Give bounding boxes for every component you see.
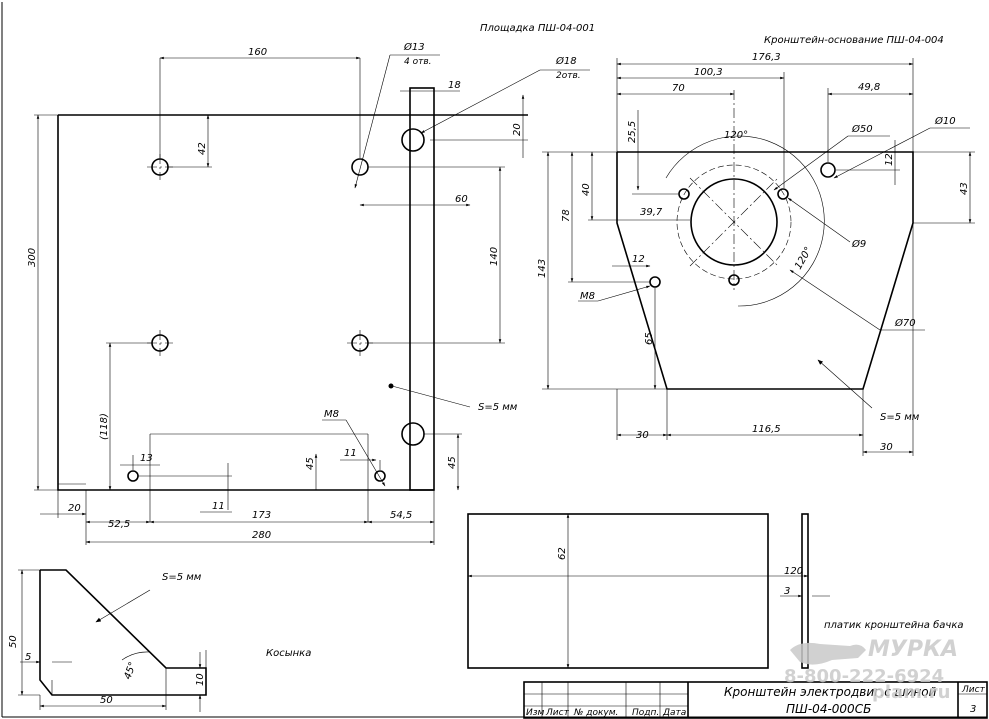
dim-g5: 5 xyxy=(25,652,31,663)
hole-m8 xyxy=(127,470,139,482)
dim-12b: 12 xyxy=(632,254,645,265)
watermark-site: plam.ru xyxy=(872,682,951,703)
dim-173: 173 xyxy=(252,510,271,521)
dim-120a: 120° xyxy=(724,130,748,141)
hole-18 xyxy=(401,128,425,152)
bolt-circle-70 xyxy=(676,164,792,280)
gusset-title: Косынка xyxy=(266,648,311,659)
col-list: Лист xyxy=(545,708,570,718)
col-izm: Изм xyxy=(526,708,545,718)
col-podp: Подп. xyxy=(632,708,659,718)
dim-49: 49,8 xyxy=(858,82,880,93)
hole-9 xyxy=(678,188,690,200)
dim-d13-count: 4 отв. xyxy=(404,57,432,67)
platform-rib xyxy=(409,87,435,491)
bracket-outline xyxy=(616,151,914,390)
bracket-base-view: Кронштейн-основание ПШ-04-004 176,3 100,… xyxy=(537,35,975,456)
dim-143: 143 xyxy=(537,259,548,278)
dim-g10: 10 xyxy=(195,673,206,686)
dim-13: 13 xyxy=(140,453,153,464)
dim-25: 25,5 xyxy=(627,121,638,143)
tank-plate-side xyxy=(801,513,809,669)
gusset-thickness: S=5 мм xyxy=(162,572,202,583)
col-date: Дата xyxy=(662,708,686,718)
dim-118: (118) xyxy=(99,413,110,440)
dim-d18: Ø18 xyxy=(555,55,577,67)
thickness-leader-dot xyxy=(388,383,394,389)
dim-12a: 12 xyxy=(884,153,895,166)
dim-m8b: M8 xyxy=(580,291,595,302)
tank-plate-front xyxy=(467,513,769,669)
platform-outline-left xyxy=(57,115,86,491)
dim-43: 43 xyxy=(959,182,970,195)
watermark-brand: МУРКА xyxy=(868,637,958,662)
dim-d10: Ø10 xyxy=(934,115,956,127)
dim-m8: M8 xyxy=(324,409,339,420)
hole-18 xyxy=(401,422,425,446)
dim-60: 60 xyxy=(455,194,468,205)
gusset-view: 50 5 45° 10 50 S=5 мм Косынка xyxy=(8,569,311,712)
dim-176: 176,3 xyxy=(752,52,781,63)
hole-m8 xyxy=(649,276,661,288)
dim-300: 300 xyxy=(27,248,38,267)
platform-thickness: S=5 мм xyxy=(478,402,518,413)
hole-10 xyxy=(820,162,836,178)
dim-62: 62 xyxy=(557,547,568,560)
dim-d9: Ø9 xyxy=(851,238,866,250)
dim-140: 140 xyxy=(489,247,500,266)
dim-11b: 11 xyxy=(344,448,357,459)
platform-title: Площадка ПШ-04-001 xyxy=(480,23,595,34)
col-doc: № докум. xyxy=(573,708,618,718)
dim-g50h: 50 xyxy=(100,695,113,706)
dim-d70: Ø70 xyxy=(894,317,916,329)
dim-20: 20 xyxy=(512,123,523,136)
dim-18: 18 xyxy=(448,80,461,91)
dim-39: 39,7 xyxy=(640,207,663,218)
sheet-label: Лист xyxy=(961,685,986,695)
dim-d18-count: 2отв. xyxy=(556,71,581,81)
dim-11a: 11 xyxy=(212,501,225,512)
dim-45b: 45 xyxy=(447,456,458,469)
gusset-outline xyxy=(39,569,207,696)
dim-120b: 120° xyxy=(793,245,815,271)
dim-65: 65 xyxy=(644,332,655,345)
dim-30a: 30 xyxy=(636,430,649,441)
assembly-name: Кронштейн электродвиг.с шиной xyxy=(724,685,937,699)
tank-plate-title: платик кронштейна бачка xyxy=(824,619,964,631)
dim-45a: 45 xyxy=(305,457,316,470)
dim-20b: 20 xyxy=(68,503,81,514)
dim-160: 160 xyxy=(248,47,267,58)
bracket-base-title: Кронштейн-основание ПШ-04-004 xyxy=(764,35,944,46)
tank-plate-view: 62 120 3 платик кронштейна бачка xyxy=(467,513,964,669)
dim-d50: Ø50 xyxy=(851,123,873,135)
sheet-number: 3 xyxy=(970,704,976,715)
dim-g45: 45° xyxy=(122,661,138,681)
watermark-phone: 8-800-222-6924 xyxy=(784,666,944,687)
hole-9 xyxy=(777,188,789,200)
hole-13 xyxy=(351,158,369,176)
title-block: Изм Лист № докум. Подп. Дата Кронштейн э… xyxy=(523,681,988,719)
base-thickness: S=5 мм xyxy=(880,412,920,423)
dim-116: 116,5 xyxy=(752,424,781,435)
dim-g50v: 50 xyxy=(8,635,19,648)
assembly-code: ПШ-04-000СБ xyxy=(786,702,871,716)
platform-view: Площадка ПШ-04-001 160 Ø13 4 отв. xyxy=(27,23,595,545)
dim-30b: 30 xyxy=(880,442,893,453)
dim-52: 52,5 xyxy=(108,519,130,530)
dim-3: 3 xyxy=(784,586,790,597)
dim-120: 120 xyxy=(784,566,803,577)
dim-280: 280 xyxy=(252,530,271,541)
dim-40: 40 xyxy=(581,183,592,196)
dim-d13: Ø13 xyxy=(403,41,425,53)
dim-54: 54,5 xyxy=(390,510,412,521)
dim-78: 78 xyxy=(561,209,572,222)
title-block-frame xyxy=(523,681,988,719)
hole-m8 xyxy=(374,470,386,482)
panther-logo-icon xyxy=(790,642,866,665)
dim-70: 70 xyxy=(672,83,685,94)
watermark: МУРКА 8-800-222-6924 plam.ru xyxy=(784,637,958,703)
dim-42: 42 xyxy=(197,142,208,155)
dim-100: 100,3 xyxy=(694,67,723,78)
